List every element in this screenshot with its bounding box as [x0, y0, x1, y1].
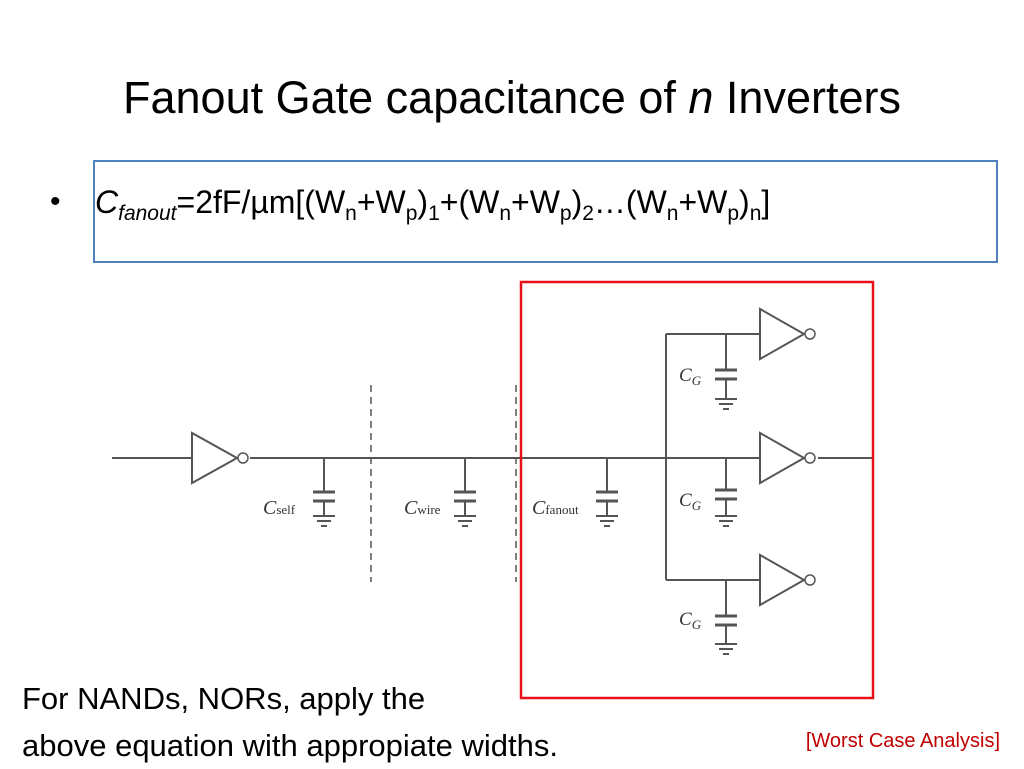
- bullet-marker: •: [50, 185, 61, 218]
- worst-case-label: [Worst Case Analysis]: [805, 730, 1000, 752]
- load-inverter-3-bubble: [804, 574, 816, 586]
- label-c-g-2: CG: [679, 490, 702, 513]
- capacitor-g-1: [715, 334, 737, 410]
- label-c-fanout: Cfanout: [532, 497, 579, 519]
- load-inverter-2-bubble: [804, 452, 816, 464]
- label-c-wire: Cwire: [404, 497, 441, 519]
- label-c-g-1: CG: [679, 365, 702, 388]
- capacitor-g-2: [715, 458, 737, 527]
- slide-title: Fanout Gate capacitance of n Inverters: [123, 72, 901, 123]
- driver-inverter: [191, 431, 240, 485]
- fanout-circuit-diagram: Cself Cwire Cfanout CG CG CG: [112, 280, 875, 700]
- note-line-1: For NANDs, NORs, apply the: [22, 681, 426, 716]
- note-line-2: above equation with appropiate widths.: [22, 728, 558, 763]
- fanout-highlight-box: [519, 280, 875, 700]
- capacitor-g-3: [715, 580, 737, 655]
- capacitor-fanout: [596, 458, 618, 527]
- formula-box: [93, 160, 998, 263]
- driver-bubble: [237, 452, 249, 464]
- capacitor-wire: [454, 458, 476, 527]
- capacitor-self: [313, 458, 335, 527]
- load-inverter-1: [759, 307, 807, 361]
- load-inverter-3: [759, 553, 807, 607]
- nand-nor-note: For NANDs, NORs, apply the above equatio…: [22, 675, 558, 769]
- load-inverter-1-bubble: [804, 328, 816, 340]
- label-c-g-3: CG: [679, 609, 702, 632]
- fanout-formula: Cfanout=2fF/µm[(Wn+Wp)1+(Wn+Wp)2…(Wn+Wp)…: [95, 184, 771, 225]
- label-c-self: Cself: [263, 497, 296, 519]
- load-inverter-2: [759, 431, 807, 485]
